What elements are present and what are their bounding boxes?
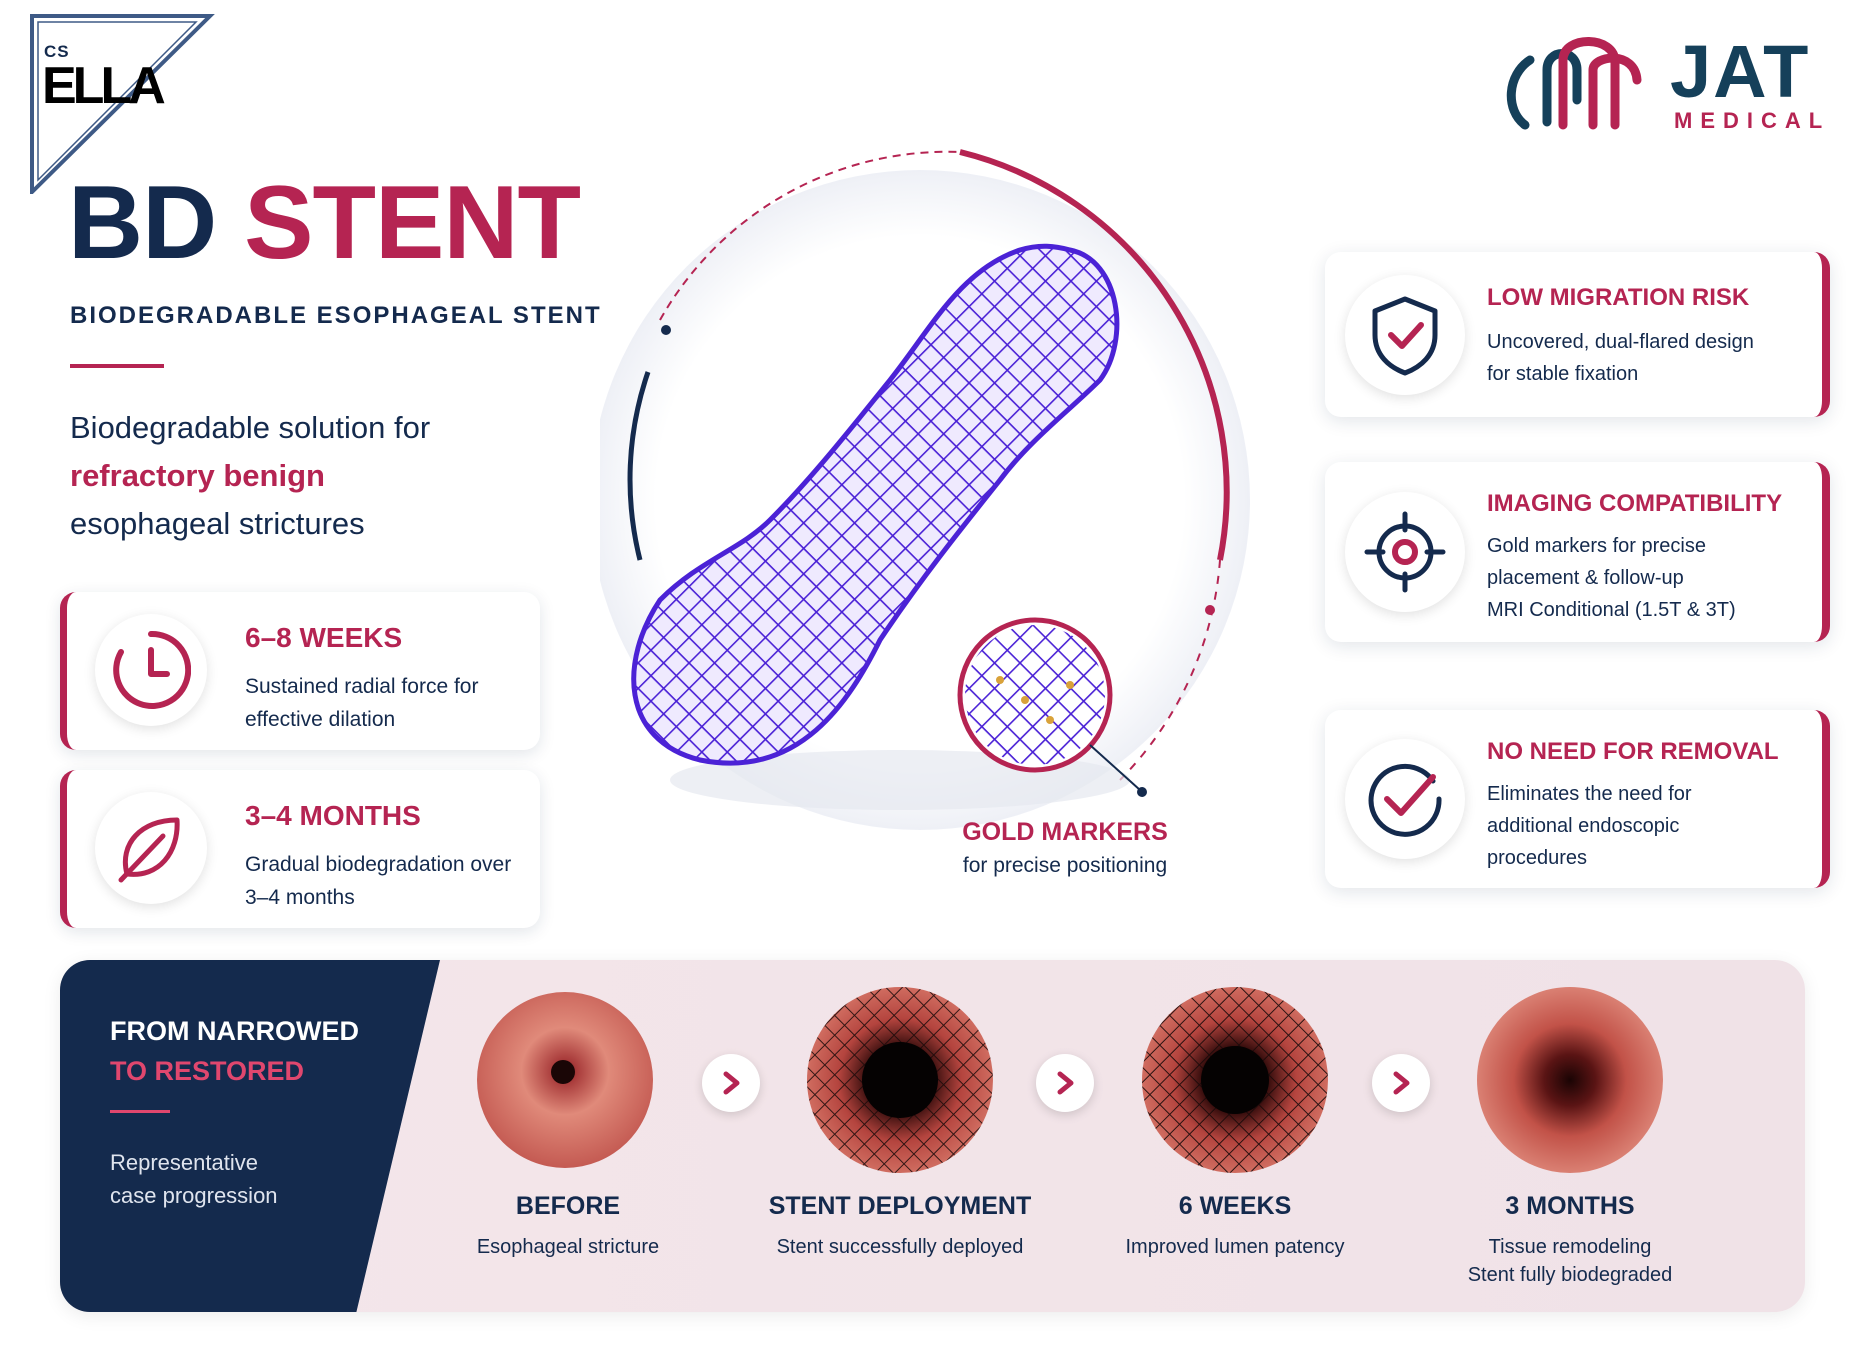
feature-icon-circle [1345,274,1465,395]
chevron-right-icon [1057,1071,1074,1095]
stent-illustration [590,140,1260,900]
jat-medical-text: MEDICAL [1674,108,1831,133]
feature-card-imaging: IMAGING COMPATIBILITY Gold markers for p… [1325,462,1830,642]
feature-card-low-migration: LOW MIGRATION RISK Uncovered, dual-flare… [1325,252,1830,417]
gold-markers-title: GOLD MARKERS [962,818,1168,846]
page-title: BD STENT [68,165,581,281]
title-accent-divider [70,364,164,368]
stage-title: 6 WEEKS [1178,1192,1292,1220]
feature-title: LOW MIGRATION RISK [1487,284,1750,311]
lead-line-1: Biodegradable solution for [70,410,431,445]
feature-icon-circle [1345,492,1465,612]
feature-desc-line: placement & follow-up [1487,567,1684,589]
feature-desc: Gold markers for precise placement & fol… [1487,530,1807,626]
leaf-icon [118,817,180,883]
feature-desc-line: MRI Conditional (1.5T & 3T) [1487,599,1736,621]
lead-text: Biodegradable solution for refractory be… [70,404,590,548]
title-stent: STENT [244,165,581,281]
stage-title: BEFORE [515,1192,621,1220]
feature-desc: Gradual biodegradation over 3–4 months [245,853,512,909]
stage-3-months-image [1477,987,1663,1173]
feature-desc-line: Gold markers for precise [1487,535,1706,557]
stage-title: 3 MONTHS [1505,1192,1635,1220]
progression-desc-line: case progression [110,1183,278,1208]
lead-line-2-highlight: refractory benign [70,458,325,493]
feature-desc-line: Eliminates the need for [1487,783,1692,805]
progression-desc: Representative case progression [110,1146,340,1212]
chevron-right-icon [723,1071,740,1095]
chevron-right-icon [1393,1071,1410,1095]
feature-desc-line: Uncovered, dual-flared design [1487,331,1754,353]
stage-3-months: 3 MONTHS Tissue remodeling Stent fully b… [1430,1192,1710,1289]
feature-title: NO NEED FOR REMOVAL [1487,738,1779,765]
stage-deployment: STENT DEPLOYMENT Stent successfully depl… [760,1192,1040,1261]
title-bd: BD [68,165,217,281]
jat-emblem-icon [1506,37,1642,130]
check-circle-icon [1368,763,1442,837]
ella-triangle-frame-icon [30,14,215,197]
feature-icon-circle [1345,739,1465,859]
feature-desc-line: procedures [1487,847,1588,869]
jat-wordmark: JAT [1670,30,1811,113]
shield-check-icon [1372,296,1438,375]
stage-deployment-image [807,987,993,1173]
stage-desc-line: Stent fully biodegraded [1467,1264,1673,1286]
stage-desc: Improved lumen patency [1125,1236,1345,1258]
page-subtitle: BIODEGRADABLE ESOPHAGEAL STENT [70,302,602,329]
progression-divider [110,1110,170,1113]
stage-desc: Stent successfully deployed [776,1236,1024,1258]
feature-title: IMAGING COMPATIBILITY [1487,490,1783,517]
progression-heading-line-1: FROM NARROWED [110,1016,359,1046]
progression-heading-bg [60,960,440,1312]
feature-icon-circle [95,614,207,726]
stage-desc: Esophageal stricture [476,1236,660,1258]
progression-desc-line: Representative [110,1150,258,1175]
next-stage-arrow [1372,1054,1430,1112]
stage-desc: Tissue remodeling Stent fully biodegrade… [1430,1233,1710,1289]
stage-6-weeks: 6 WEEKS Improved lumen patency [1095,1192,1375,1261]
feature-desc: Eliminates the need for additional endos… [1487,778,1807,874]
stage-before: BEFORE Esophageal stricture [448,1192,688,1261]
next-stage-arrow [702,1054,760,1112]
ella-small-text: CS [44,42,70,61]
jat-medical-logo: JAT MEDICAL [1505,30,1835,140]
target-icon [1364,511,1446,593]
lead-line-3: esophageal strictures [70,506,365,541]
feature-title: 3–4 MONTHS [245,800,421,831]
stage-desc-line: Tissue remodeling [1488,1236,1652,1258]
feature-desc-line: for stable fixation [1487,363,1639,385]
ella-logo: CS ELLA [30,14,220,197]
stage-before-image [477,992,653,1168]
stage-6-weeks-image [1142,987,1328,1173]
progression-heading-line-2: TO RESTORED [110,1056,305,1086]
gold-markers-desc: for precise positioning [962,854,1168,877]
stage-title: STENT DEPLOYMENT [768,1192,1032,1220]
feature-card-no-removal: NO NEED FOR REMOVAL Eliminates the need … [1325,710,1830,888]
next-stage-arrow [1036,1054,1094,1112]
feature-icon-circle [95,792,207,904]
feature-desc: Uncovered, dual-flared design for stable… [1487,326,1807,390]
clock-icon [113,630,191,709]
stent-graphic [590,149,1250,830]
ella-wordmark: ELLA [42,57,166,115]
feature-card-biodegradation: 3–4 MONTHS Gradual biodegradation over 3… [60,770,540,928]
feature-title: 6–8 WEEKS [245,622,403,653]
feature-desc: Sustained radial force for effective dil… [245,675,479,731]
feature-card-radial-force: 6–8 WEEKS Sustained radial force for eff… [60,592,540,750]
feature-desc-line: additional endoscopic [1487,815,1680,837]
